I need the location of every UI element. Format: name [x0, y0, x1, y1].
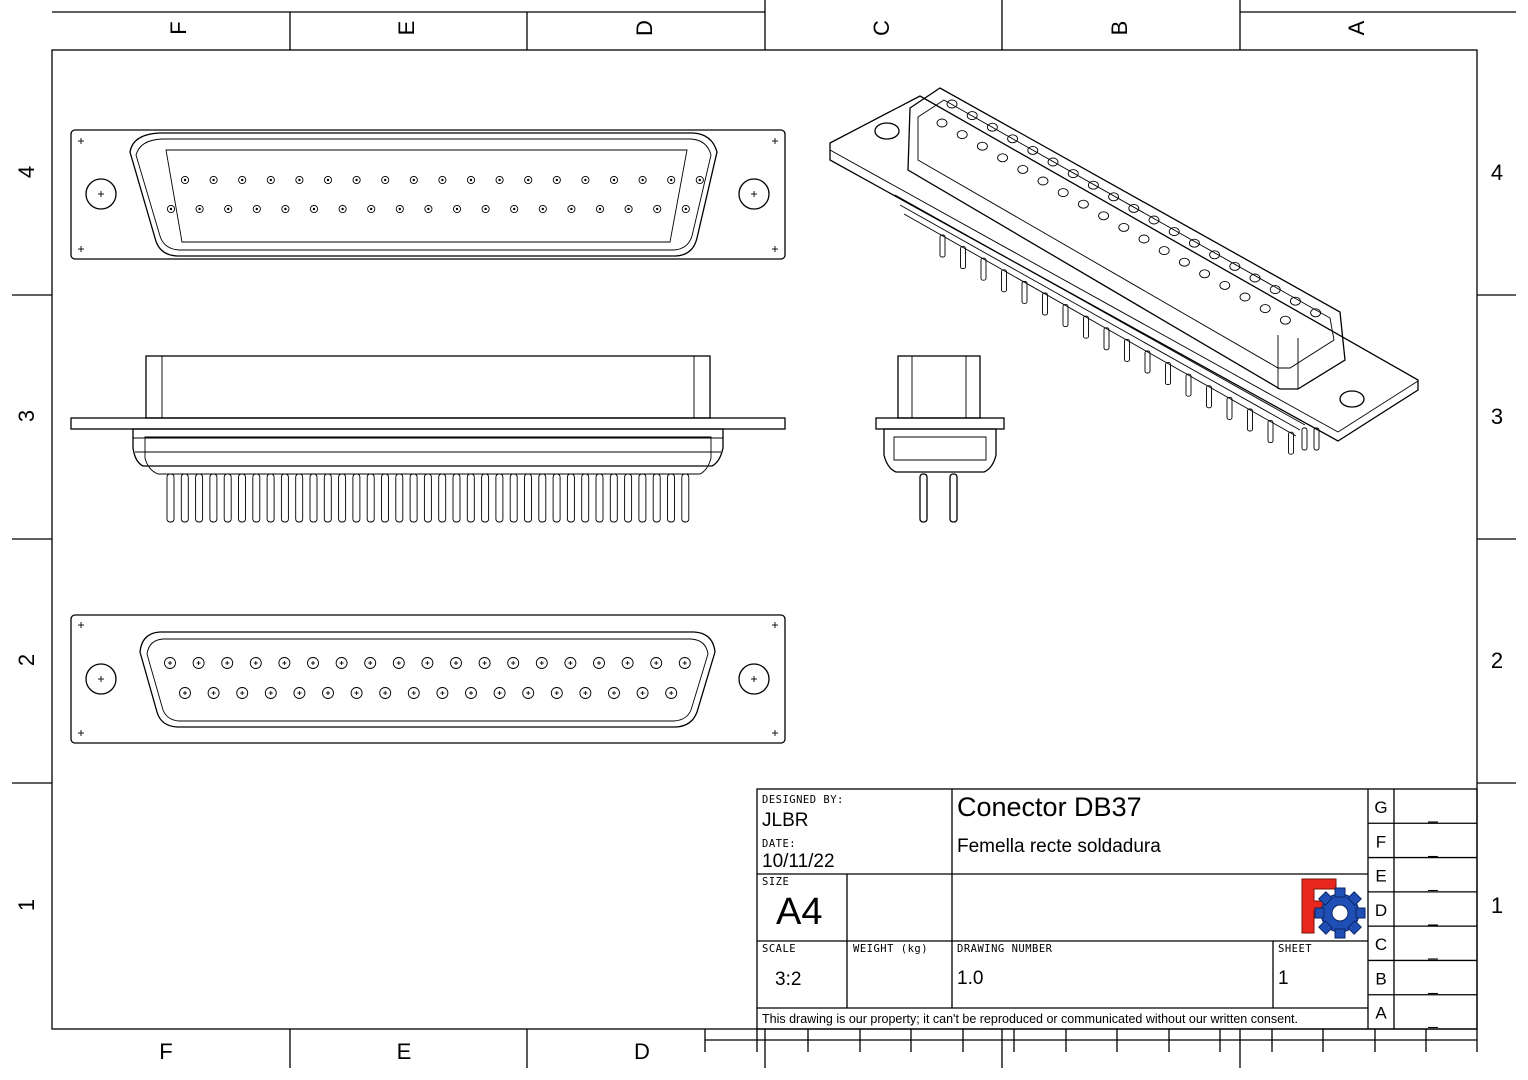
end-view — [875, 355, 1005, 523]
zone-left-1: 1 — [14, 899, 39, 911]
date-value: 10/11/22 — [762, 851, 835, 872]
size-label: SIZE — [762, 876, 789, 888]
sheet-value: 1 — [1278, 968, 1289, 989]
revision-value: _ — [1427, 1010, 1438, 1029]
zone-left-4: 4 — [14, 166, 39, 178]
drawing-subtitle: Femella recte soldadura — [957, 836, 1161, 857]
revision-letter: F — [1376, 832, 1386, 851]
front-view-bottom — [70, 614, 786, 744]
zone-top-d: D — [632, 20, 657, 36]
revision-letter: E — [1375, 867, 1386, 886]
isometric-view — [829, 87, 1419, 455]
zone-bottom-f: F — [159, 1039, 172, 1064]
zone-ticks — [12, 0, 1516, 1068]
zone-right-3: 3 — [1491, 404, 1503, 429]
revision-value: _ — [1427, 873, 1438, 892]
revision-value: _ — [1427, 975, 1438, 994]
revision-letter: B — [1375, 969, 1386, 988]
revision-value: _ — [1427, 941, 1438, 960]
zone-left-2: 2 — [14, 654, 39, 666]
zone-top-a: A — [1344, 20, 1369, 35]
revision-value: _ — [1427, 804, 1438, 823]
revision-letter: C — [1375, 935, 1387, 954]
zone-left-3: 3 — [14, 410, 39, 422]
revision-letter: A — [1375, 1004, 1387, 1023]
revision-value: _ — [1427, 838, 1438, 857]
scale-label: SCALE — [762, 943, 796, 955]
title-block: DESIGNED BY: JLBR DATE: 10/11/22 SIZE A4… — [756, 788, 1478, 1030]
zone-top-c: C — [869, 20, 894, 36]
zone-labels: F E D C B A F E D 4 3 2 1 4 3 2 1 — [14, 20, 1503, 1064]
front-view-top — [70, 129, 786, 736]
legal-notice: This drawing is our property; it can't b… — [762, 1012, 1298, 1026]
zone-bottom-e: E — [397, 1039, 412, 1064]
revision-letter: D — [1375, 901, 1387, 920]
designed-by-label: DESIGNED BY: — [762, 794, 844, 806]
date-label: DATE: — [762, 838, 796, 850]
isometric-pin-holes — [936, 99, 1322, 325]
zone-top-e: E — [394, 21, 419, 36]
zone-bottom-d: D — [634, 1039, 650, 1064]
drawing-number-label: DRAWING NUMBER — [957, 943, 1053, 955]
side-view — [70, 355, 786, 523]
freecad-logo-icon — [1301, 878, 1366, 939]
zone-right-1: 1 — [1491, 893, 1503, 918]
revision-value: _ — [1427, 907, 1438, 926]
zone-right-4: 4 — [1491, 160, 1503, 185]
scale-value: 3:2 — [775, 969, 801, 990]
front-top-pin-sockets — [78, 138, 778, 736]
designed-by-value: JLBR — [762, 810, 808, 831]
drawing-title: Conector DB37 — [957, 792, 1142, 822]
sheet-label: SHEET — [1278, 943, 1312, 955]
bottom-scale-bar — [704, 1029, 1478, 1068]
front-bottom-pin-holes — [164, 657, 691, 699]
revision-table: G _ F _ E _ D _ C _ B _ A _ — [1368, 798, 1477, 1029]
zone-top-f: F — [166, 21, 191, 34]
size-value: A4 — [776, 891, 822, 933]
revision-letter: G — [1374, 798, 1387, 817]
isometric-pins — [939, 234, 1320, 455]
weight-label: WEIGHT (kg) — [853, 943, 928, 955]
zone-right-2: 2 — [1491, 648, 1503, 673]
zone-top-b: B — [1107, 21, 1132, 36]
drawing-number-value: 1.0 — [957, 968, 983, 989]
side-view-pins — [166, 473, 690, 523]
